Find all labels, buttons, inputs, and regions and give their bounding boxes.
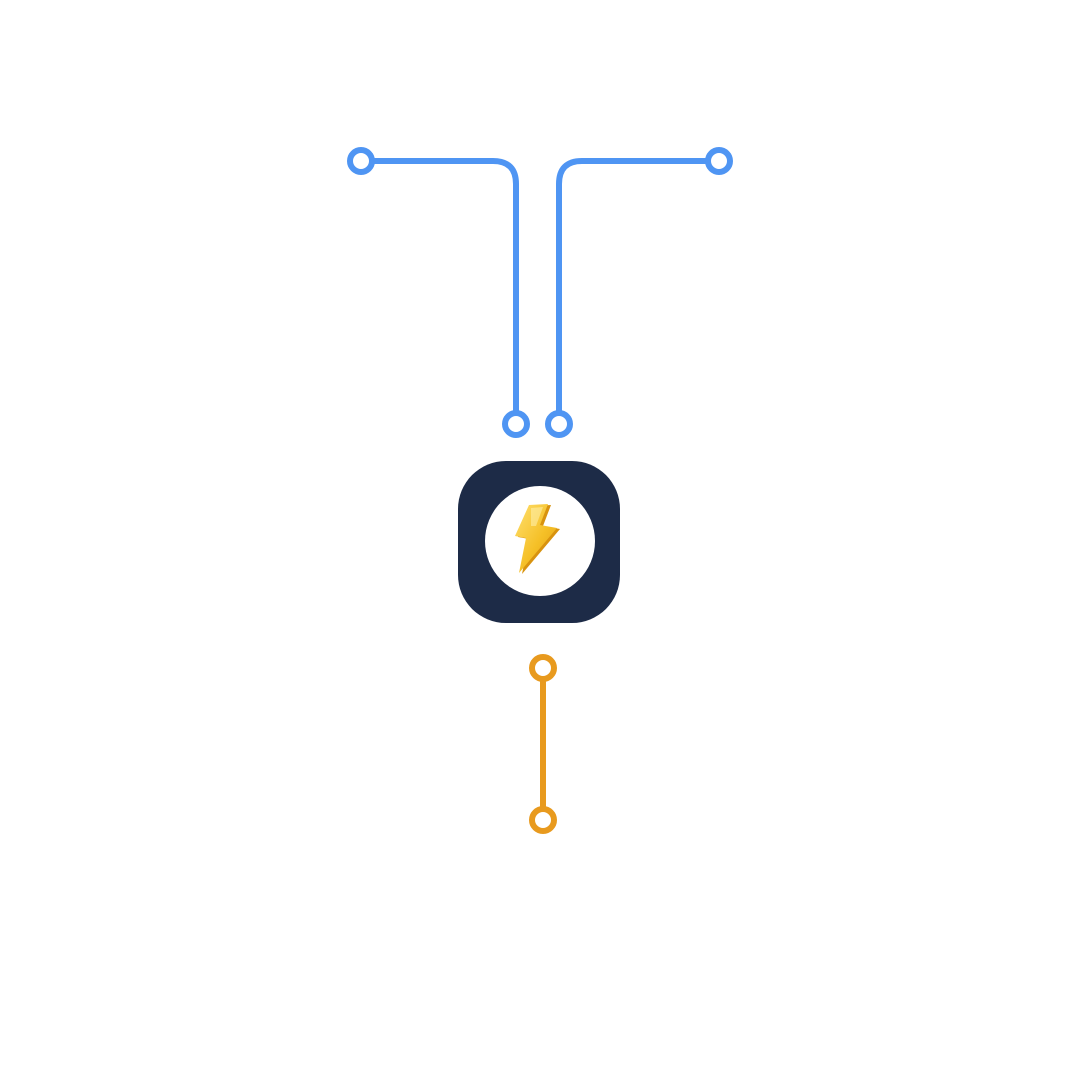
power-node[interactable] <box>458 461 620 623</box>
lightning-bolt-icon <box>515 504 560 574</box>
input-connector-right[interactable] <box>545 147 733 438</box>
input-connector-right-end-port[interactable] <box>545 410 573 438</box>
output-connector[interactable] <box>529 654 557 834</box>
input-connector-left[interactable] <box>347 147 530 438</box>
input-connector-left-line <box>371 158 519 411</box>
input-connector-left-start-port[interactable] <box>347 147 375 175</box>
input-connector-right-start-port[interactable] <box>705 147 733 175</box>
output-connector-end-port[interactable] <box>529 806 557 834</box>
input-connector-right-line <box>556 158 707 411</box>
power-node-icon-circle <box>485 486 595 596</box>
input-connector-left-end-port[interactable] <box>502 410 530 438</box>
output-connector-start-port[interactable] <box>529 654 557 682</box>
